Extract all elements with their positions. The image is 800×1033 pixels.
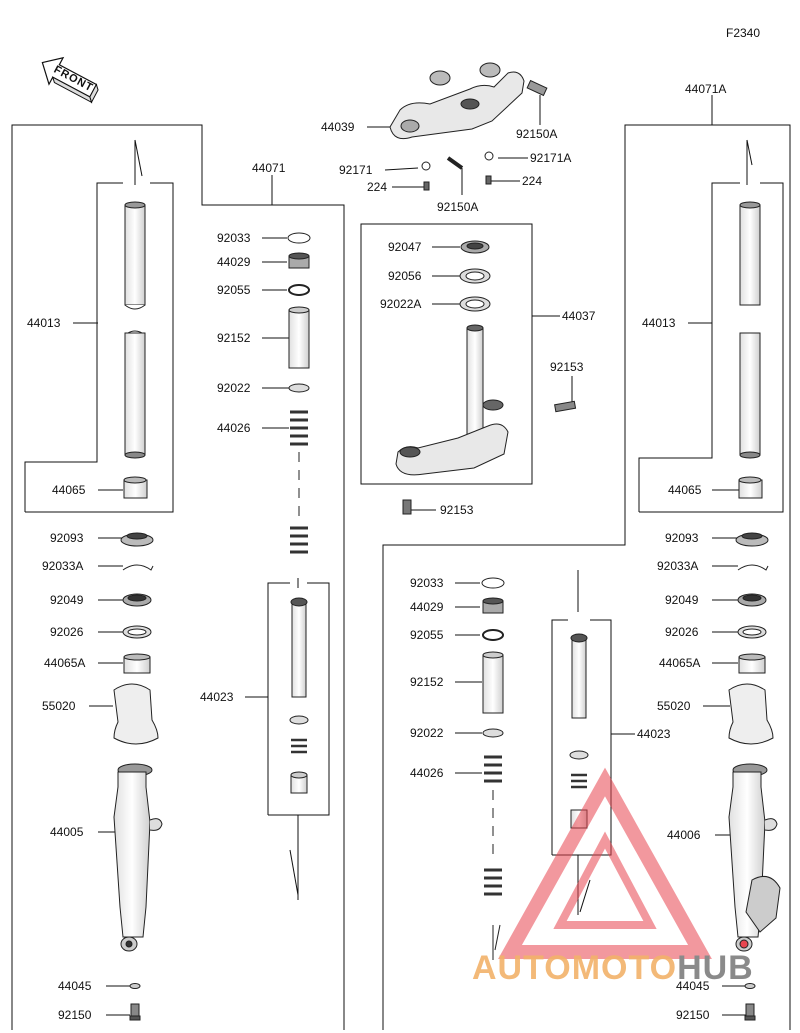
label-92022-center: 92022 (217, 381, 251, 395)
bolt-92150-right (744, 1003, 756, 1021)
label-92171: 92171 (339, 163, 373, 177)
washer-92026-right (737, 625, 767, 639)
label-92153-right: 92153 (550, 360, 584, 374)
seal-92049-right (737, 593, 767, 607)
right-tube-box (638, 182, 740, 512)
center-damper-box (267, 582, 290, 815)
upper-bracket-44039 (389, 62, 548, 191)
label-92049-left: 92049 (50, 593, 84, 607)
label-224-left: 224 (367, 180, 388, 194)
label-44013-right: 44013 (642, 316, 676, 330)
label-44029-center: 44029 (217, 255, 251, 269)
seal-92093-right (735, 532, 769, 547)
label-92171A: 92171A (530, 151, 572, 165)
label-44037: 44037 (562, 309, 596, 323)
washer-92026-left (122, 625, 152, 639)
label-44045-left: 44045 (58, 979, 92, 993)
label-92150-left: 92150 (58, 1008, 92, 1022)
bolt-92150-left (129, 1003, 141, 1021)
label-92055-center: 92055 (217, 283, 251, 297)
label-44045-right: 44045 (676, 979, 710, 993)
stem-box (360, 223, 533, 485)
label-92026-right: 92026 (665, 625, 699, 639)
watermark-text: AUTOMOTOHUB (472, 948, 754, 988)
label-44065-left: 44065 (52, 483, 86, 497)
label-92033-center: 92033 (217, 231, 251, 245)
watermark-part1: AUTOMOTO (472, 949, 678, 987)
front-arrow-icon (41, 56, 99, 104)
bushing-44065A-left (123, 653, 151, 674)
watermark-part2: HUB (677, 949, 754, 987)
label-55020-left: 55020 (42, 699, 76, 713)
seal-92093-left (120, 532, 154, 547)
bushing-44065A-right (738, 653, 766, 674)
label-92150-right: 92150 (676, 1008, 710, 1022)
center-column-parts (287, 232, 311, 794)
label-92026-left: 92026 (50, 625, 84, 639)
guard-55020-right (728, 683, 774, 745)
steering-stem-44037 (395, 240, 577, 515)
outer-tube-44005 (113, 763, 163, 952)
label-92093-right: 92093 (665, 531, 699, 545)
label-44029-right: 44029 (410, 600, 444, 614)
label-92152-center: 92152 (217, 331, 251, 345)
inner-tube-left (124, 201, 146, 459)
label-44071: 44071 (252, 161, 286, 175)
label-44023-right: 44023 (637, 727, 671, 741)
label-44026-center: 44026 (217, 421, 251, 435)
right-damper-box (551, 619, 568, 855)
label-44026-right: 44026 (410, 766, 444, 780)
label-44023-center: 44023 (200, 690, 234, 704)
label-44005: 44005 (50, 825, 84, 839)
inner-tube-right (739, 201, 761, 459)
left-tube-box (24, 182, 123, 512)
label-92033A-right: 92033A (657, 559, 699, 573)
bushing-44065-left (123, 476, 148, 499)
label-92150A-top: 92150A (516, 127, 558, 141)
label-92033-right: 92033 (410, 576, 444, 590)
washer-44045-left (129, 983, 141, 989)
clip-92033A-right (737, 564, 769, 571)
label-44065-right: 44065 (668, 483, 702, 497)
label-92047: 92047 (388, 240, 422, 254)
label-55020-right: 55020 (657, 699, 691, 713)
label-92033A-left: 92033A (42, 559, 84, 573)
clip-92033A-left (122, 564, 154, 571)
watermark-logo (498, 767, 712, 959)
label-92055-right: 92055 (410, 628, 444, 642)
label-92150A-bottom: 92150A (437, 200, 479, 214)
outer-tube-44006 (728, 763, 781, 952)
figure-code: F2340 (726, 26, 761, 40)
label-92093-left: 92093 (50, 531, 84, 545)
label-92152-right: 92152 (410, 675, 444, 689)
label-92022A: 92022A (380, 297, 422, 311)
washer-44045-right (744, 983, 756, 989)
label-44065A-right: 44065A (659, 656, 701, 670)
bushing-44065-right (738, 476, 763, 499)
label-92049-right: 92049 (665, 593, 699, 607)
label-92022-right: 92022 (410, 726, 444, 740)
label-44039: 44039 (321, 120, 355, 134)
label-92056: 92056 (388, 269, 422, 283)
label-44013-left: 44013 (27, 316, 61, 330)
label-44071A: 44071A (685, 82, 727, 96)
label-224-right: 224 (522, 174, 543, 188)
label-44065A-left: 44065A (44, 656, 86, 670)
label-44006: 44006 (667, 828, 701, 842)
guard-55020-left (113, 683, 159, 745)
label-92153-bottom: 92153 (440, 503, 474, 517)
seal-92049-left (122, 593, 152, 607)
right-assembly-frame (382, 124, 791, 1030)
